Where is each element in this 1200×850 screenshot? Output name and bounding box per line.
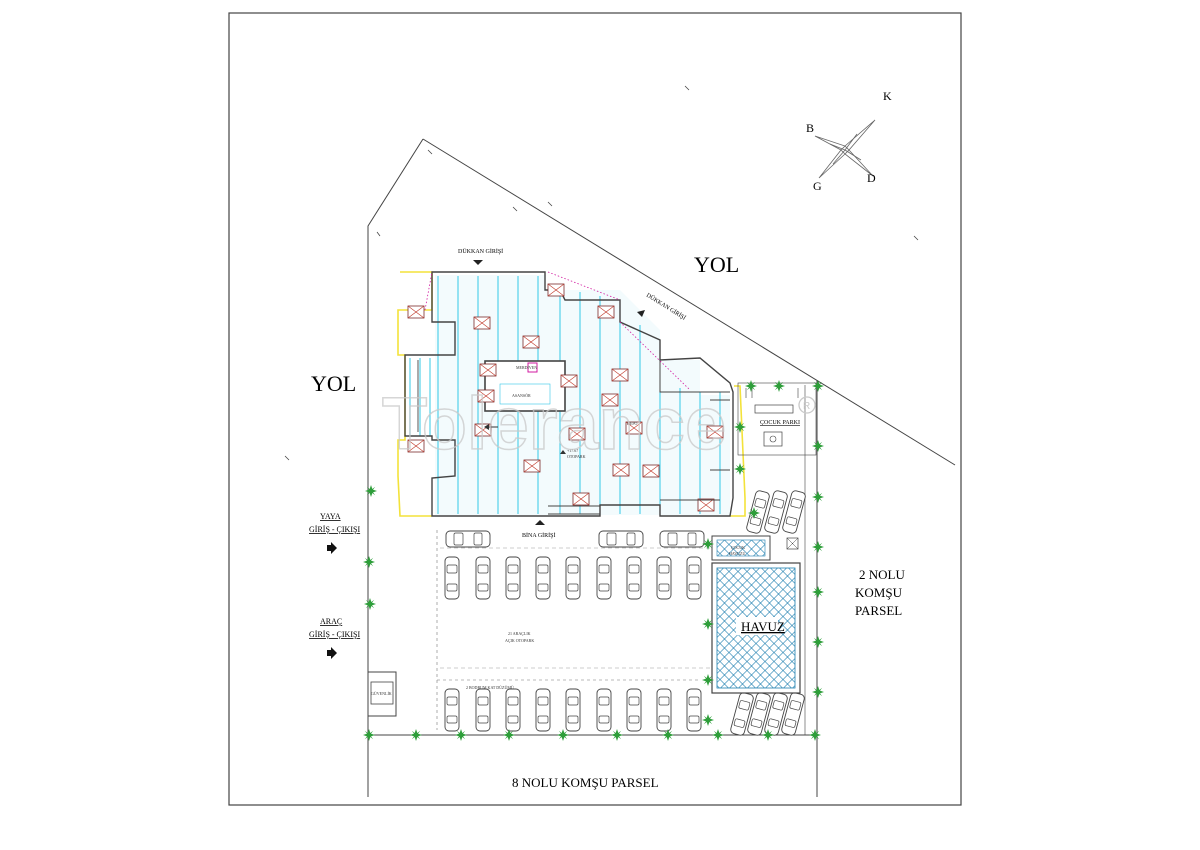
svg-text:PARSEL: PARSEL bbox=[855, 603, 902, 618]
compass-b: B bbox=[806, 121, 814, 135]
road-boundary-diagonal bbox=[422, 138, 956, 466]
svg-text:DEPO: DEPO bbox=[627, 421, 638, 426]
svg-text:DÜKKAN GİRİŞİ: DÜKKAN GİRİŞİ bbox=[458, 248, 503, 255]
building-core bbox=[484, 360, 566, 412]
parking-capacity: 21 ARAÇLIK bbox=[508, 631, 531, 636]
svg-text:MERDİVEN: MERDİVEN bbox=[516, 365, 537, 370]
svg-text:GİRİŞ - ÇIKIŞI: GİRİŞ - ÇIKIŞI bbox=[309, 525, 360, 534]
svg-text:KOMŞU: KOMŞU bbox=[855, 585, 903, 600]
neighbor-parcel-bottom: 8 NOLU KOMŞU PARSEL bbox=[512, 775, 659, 790]
svg-text:ARAÇ: ARAÇ bbox=[320, 617, 342, 626]
parking-note: 2 BODRUM KAT DÜZÜMÜ bbox=[466, 685, 514, 690]
entrance-arrow-icon-2 bbox=[637, 310, 645, 317]
pool-label: HAVUZ bbox=[741, 619, 785, 634]
shop-entrance-top: DÜKKAN GİRİŞİ bbox=[458, 248, 503, 265]
pedestrian-entry-arrow-icon bbox=[327, 542, 337, 554]
road-label-left: YOL bbox=[311, 371, 356, 396]
svg-text:GÜVENLİK: GÜVENLİK bbox=[371, 691, 392, 696]
vehicle-entry: ARAÇ GİRİŞ - ÇIKIŞI bbox=[309, 617, 360, 659]
compass-d: D bbox=[867, 171, 876, 185]
elevation-label: OTOPARK bbox=[567, 454, 586, 459]
neighbor-parcel-right: 2 NOLU KOMŞU PARSEL bbox=[855, 567, 905, 618]
registered-mark-icon bbox=[798, 396, 816, 414]
pool: HAVUZ bbox=[711, 562, 801, 694]
entrance-arrow-icon bbox=[473, 260, 483, 265]
boundary-ticks bbox=[284, 85, 919, 461]
drawing-frame bbox=[228, 12, 962, 806]
parking-area: 21 ARAÇLIK AÇIK OTOPARK 2 BODRUM KAT DÜZ… bbox=[436, 489, 807, 737]
children-pool: ÇOCUK HAVUZU bbox=[711, 535, 799, 561]
building: ASANSÖR bbox=[397, 271, 746, 517]
parking-label: AÇIK OTOPARK bbox=[505, 638, 534, 643]
compass-k: K bbox=[883, 89, 892, 103]
parcel-boundary-left bbox=[367, 138, 424, 797]
building-entrance-arrow-icon bbox=[535, 520, 545, 525]
watermark: Tolerance R bbox=[381, 381, 816, 466]
svg-text:DÜKKAN GİRİŞİ: DÜKKAN GİRİŞİ bbox=[645, 292, 687, 322]
security-booth: GÜVENLİK bbox=[367, 671, 397, 717]
building-entrance: BİNA GİRİŞİ bbox=[522, 520, 556, 539]
pedestrian-entry: YAYA GİRİŞ - ÇIKIŞI bbox=[309, 512, 360, 554]
compass-g: G bbox=[813, 179, 822, 193]
compass-rose-icon: K B D G bbox=[806, 89, 892, 193]
svg-text:BİNA GİRİŞİ: BİNA GİRİŞİ bbox=[522, 532, 556, 539]
svg-text:ÇOCUK: ÇOCUK bbox=[731, 545, 745, 550]
svg-text:GİRİŞ - ÇIKIŞI: GİRİŞ - ÇIKIŞI bbox=[309, 630, 360, 639]
elevation-value: +17.67 bbox=[567, 448, 578, 453]
svg-text:HAVUZU: HAVUZU bbox=[729, 551, 745, 556]
vehicle-entry-arrow-icon bbox=[327, 647, 337, 659]
children-park: ÇOCUK PARKI bbox=[737, 382, 817, 456]
svg-text:Tolerance: Tolerance bbox=[382, 382, 726, 465]
svg-text:R: R bbox=[803, 401, 810, 412]
building-floor-hatch bbox=[409, 275, 730, 515]
road-label-top: YOL bbox=[694, 252, 739, 277]
children-park-label: ÇOCUK PARKI bbox=[760, 420, 800, 426]
svg-text:2 NOLU: 2 NOLU bbox=[859, 567, 905, 582]
svg-text:YAYA: YAYA bbox=[320, 512, 341, 521]
svg-text:ASANSÖR: ASANSÖR bbox=[512, 393, 531, 398]
